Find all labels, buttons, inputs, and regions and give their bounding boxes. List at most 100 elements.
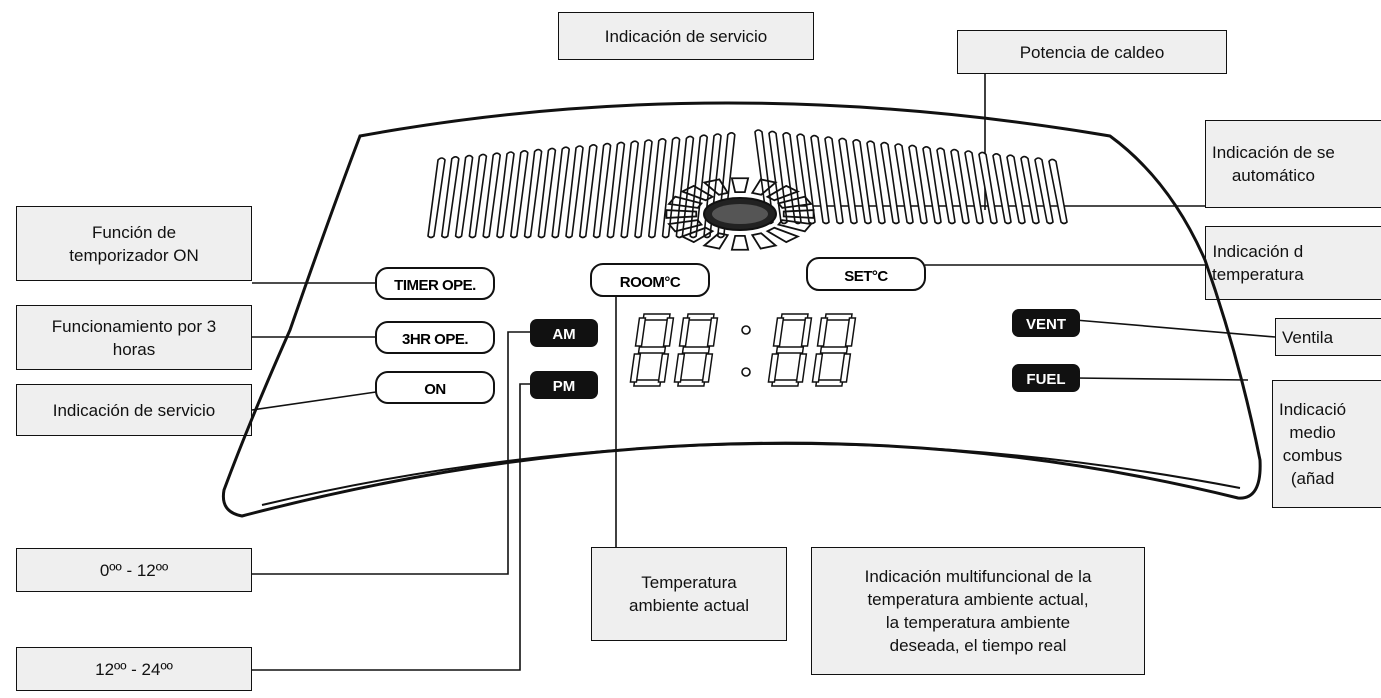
heating-bar xyxy=(894,143,914,225)
callout-top-service: Indicación de servicio xyxy=(558,12,814,60)
segment xyxy=(795,353,808,383)
segment xyxy=(780,313,809,321)
flame-indicator xyxy=(665,177,815,251)
heating-bar xyxy=(824,136,844,225)
flame-ray xyxy=(765,184,801,202)
callout-auto-service: Indicación de se automático xyxy=(1205,120,1381,208)
callout-am-range: 0ºº - 12ºº xyxy=(16,548,252,592)
flame-ray xyxy=(679,226,715,244)
segment xyxy=(677,379,706,387)
heating-bar xyxy=(606,141,626,239)
fuel-label: FUEL xyxy=(1026,371,1065,388)
heating-bar xyxy=(978,151,998,225)
heating-bar xyxy=(1020,155,1040,225)
heating-bar xyxy=(880,141,900,225)
colon-dot-top xyxy=(741,325,751,335)
segment xyxy=(819,346,849,354)
flame-ray xyxy=(679,184,715,202)
heating-bar xyxy=(592,142,612,239)
heating-bar xyxy=(578,144,598,239)
callout-heating-power: Potencia de caldeo xyxy=(957,30,1227,74)
segment xyxy=(815,379,844,387)
heating-bar xyxy=(852,139,872,225)
heating-bars-right xyxy=(754,129,1068,225)
heating-bar xyxy=(537,147,557,239)
segment-digit xyxy=(767,313,813,387)
callout-fuel-indication: Indicació medio combus (añad xyxy=(1272,380,1381,508)
flame-ray xyxy=(702,178,730,196)
flame-ray xyxy=(782,209,815,219)
segment xyxy=(771,379,800,387)
set-c-label: SET°C xyxy=(844,268,888,285)
heating-bar xyxy=(523,148,543,239)
am-label: AM xyxy=(552,326,575,343)
segment xyxy=(681,346,711,354)
heating-bar xyxy=(496,151,515,239)
segment-digit xyxy=(629,313,675,387)
segment xyxy=(775,346,805,354)
segment xyxy=(678,317,691,347)
segment xyxy=(701,353,714,383)
heating-bar xyxy=(551,146,571,239)
leader-pm xyxy=(252,383,530,671)
segment-digit xyxy=(811,313,857,387)
segment xyxy=(816,317,829,347)
fuel-badge: FUEL xyxy=(1012,364,1080,392)
heating-bar xyxy=(454,154,474,239)
three-hr-ope-label: 3HR OPE. xyxy=(402,331,468,348)
leader-left-service xyxy=(251,391,377,411)
flame-ray xyxy=(702,232,730,250)
segment xyxy=(633,379,662,387)
leader-am xyxy=(252,331,530,575)
heating-bar xyxy=(440,156,460,239)
heating-bar xyxy=(866,140,886,225)
flame-ray xyxy=(776,219,813,233)
segment xyxy=(657,353,670,383)
heating-bar xyxy=(922,146,942,225)
flame-ray xyxy=(665,209,698,219)
room-c-indicator: ROOM°C xyxy=(590,263,710,297)
vent-badge: VENT xyxy=(1012,309,1080,337)
heating-bar xyxy=(427,157,446,239)
segment xyxy=(637,346,667,354)
room-c-label: ROOM°C xyxy=(620,274,681,291)
callout-pm-range: 12ºº - 24ºº xyxy=(16,647,252,691)
am-badge: AM xyxy=(530,319,598,347)
heating-bar xyxy=(620,140,640,239)
segment xyxy=(767,353,780,383)
seven-segment-display xyxy=(629,313,857,387)
segment xyxy=(673,353,686,383)
pm-badge: PM xyxy=(530,371,598,399)
segment xyxy=(772,317,785,347)
flame-ray xyxy=(667,195,704,209)
heating-bar xyxy=(964,150,984,225)
segment xyxy=(844,317,857,347)
segment xyxy=(800,317,813,347)
set-c-indicator: SET°C xyxy=(806,257,926,291)
pm-label: PM xyxy=(553,378,576,395)
heating-bar xyxy=(634,139,653,239)
heating-bar xyxy=(936,147,956,225)
heating-bar xyxy=(468,153,488,239)
segment-digit xyxy=(673,313,719,387)
callout-three-hour-operation: Funcionamiento por 3 horas xyxy=(16,305,252,370)
segment xyxy=(642,313,671,321)
vent-label: VENT xyxy=(1026,316,1066,333)
callout-temperature-indication: Indicación d temperatura xyxy=(1205,226,1381,300)
heating-bar xyxy=(647,138,667,239)
segment xyxy=(839,353,852,383)
heating-bar xyxy=(838,137,858,225)
heating-bar xyxy=(482,152,502,239)
leader-ventilation xyxy=(1074,319,1276,338)
heating-bar xyxy=(509,150,529,239)
leader-fuel xyxy=(1074,377,1249,381)
flame-ray xyxy=(667,219,704,233)
heating-bar xyxy=(1048,158,1068,225)
callout-room-temperature: Temperatura ambiente actual xyxy=(591,547,787,641)
callout-multifunction: Indicación multifuncional de la temperat… xyxy=(811,547,1145,675)
panel-inner-curve xyxy=(261,442,1241,506)
flame-ray xyxy=(750,178,778,196)
colon-dot-bottom xyxy=(741,367,751,377)
segment xyxy=(629,353,642,383)
